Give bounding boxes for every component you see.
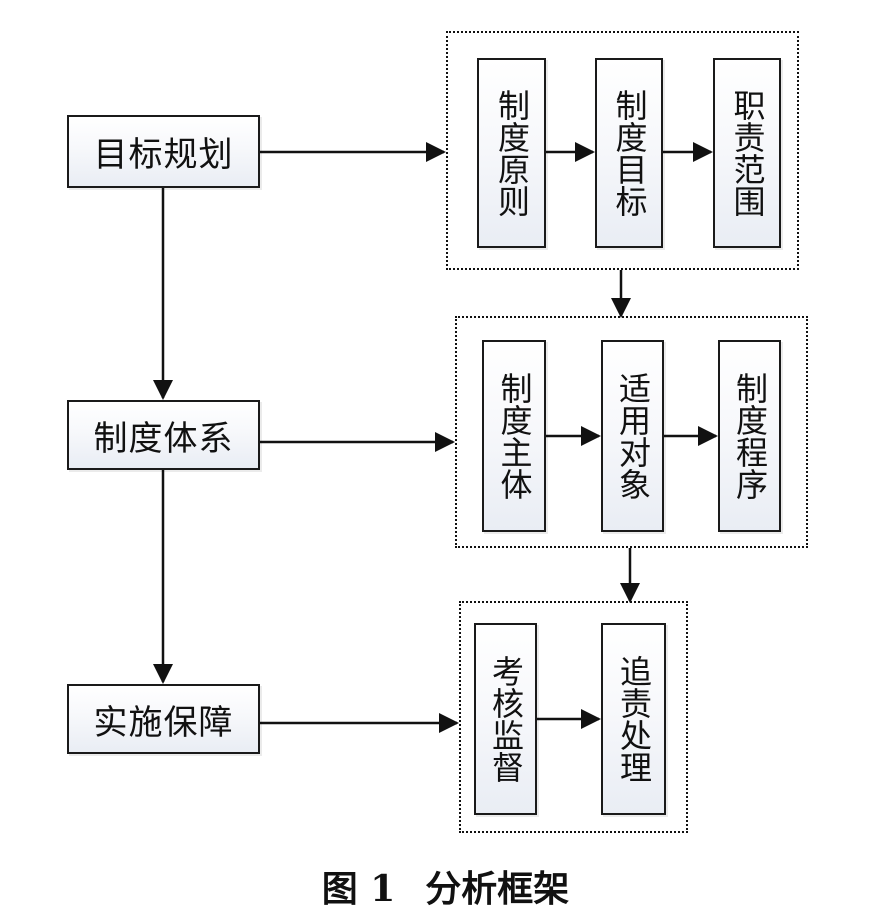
group-3-frame: [459, 601, 688, 833]
figure-caption: 图 1 分析框架: [0, 860, 891, 912]
figure-number: 图 1: [321, 868, 396, 910]
g2-item-target-label: 适用对象: [614, 372, 652, 500]
goal-planning-box: 目标规划: [67, 115, 260, 188]
g3-item-accountability: 追责处理: [601, 623, 666, 815]
g1-item-principle-label: 制度原则: [493, 89, 531, 217]
g3-item-supervision: 考核监督: [474, 623, 537, 815]
g2-item-subject: 制度主体: [482, 340, 546, 532]
implementation-box: 实施保障: [67, 684, 260, 754]
g3-item-accountability-label: 追责处理: [615, 655, 653, 783]
g3-item-supervision-label: 考核监督: [487, 655, 525, 783]
implementation-label: 实施保障: [93, 702, 234, 743]
g1-item-scope: 职责范围: [713, 58, 781, 248]
g2-item-procedure: 制度程序: [718, 340, 781, 532]
group-1-frame: [446, 31, 799, 270]
group-2-frame: [455, 316, 808, 548]
g1-item-scope-label: 职责范围: [728, 89, 767, 217]
g1-item-objective-label: 制度目标: [610, 89, 649, 217]
g2-item-procedure-label: 制度程序: [731, 372, 769, 500]
figure-title: 分析框架: [425, 868, 570, 910]
goal-planning-label: 目标规划: [93, 135, 234, 175]
g2-item-subject-label: 制度主体: [495, 372, 534, 500]
system-label: 制度体系: [93, 418, 234, 459]
g1-item-objective: 制度目标: [595, 58, 663, 248]
g2-item-target: 适用对象: [601, 340, 664, 532]
g1-item-principle: 制度原则: [477, 58, 546, 248]
system-box: 制度体系: [67, 400, 260, 470]
